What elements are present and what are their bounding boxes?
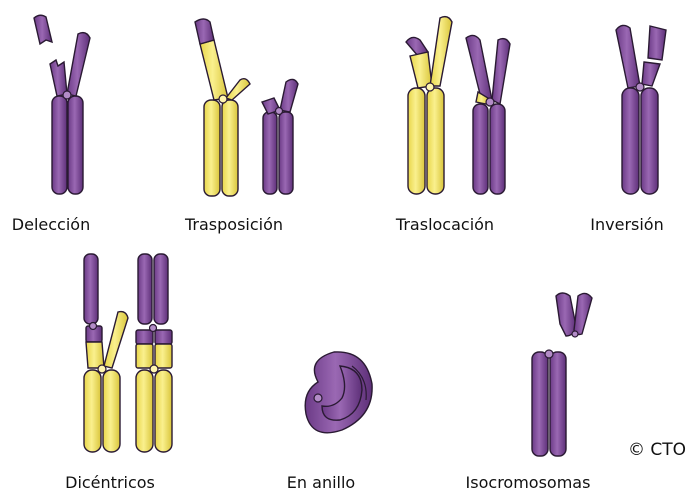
dicentricos-chromosomes [84,254,172,452]
copyright-credit: © CTO [628,440,686,460]
inversion-chromosome [616,25,666,194]
trasposicion-chromosomes [195,19,298,196]
en-anillo-chromosome [305,352,372,433]
isocromosomas-chromosomes [532,293,592,456]
label-delection: Delección [12,215,90,234]
label-en-anillo: En anillo [287,473,355,492]
traslocacion-chromosomes [406,17,510,194]
label-traslocacion: Traslocación [396,215,494,234]
label-isocromosomas: Isocromosomas [466,473,591,492]
label-dicentricos: Dicéntricos [65,473,155,492]
label-inversion: Inversión [590,215,663,234]
delection-chromosome [34,15,90,194]
label-trasposicion: Trasposición [185,215,283,234]
